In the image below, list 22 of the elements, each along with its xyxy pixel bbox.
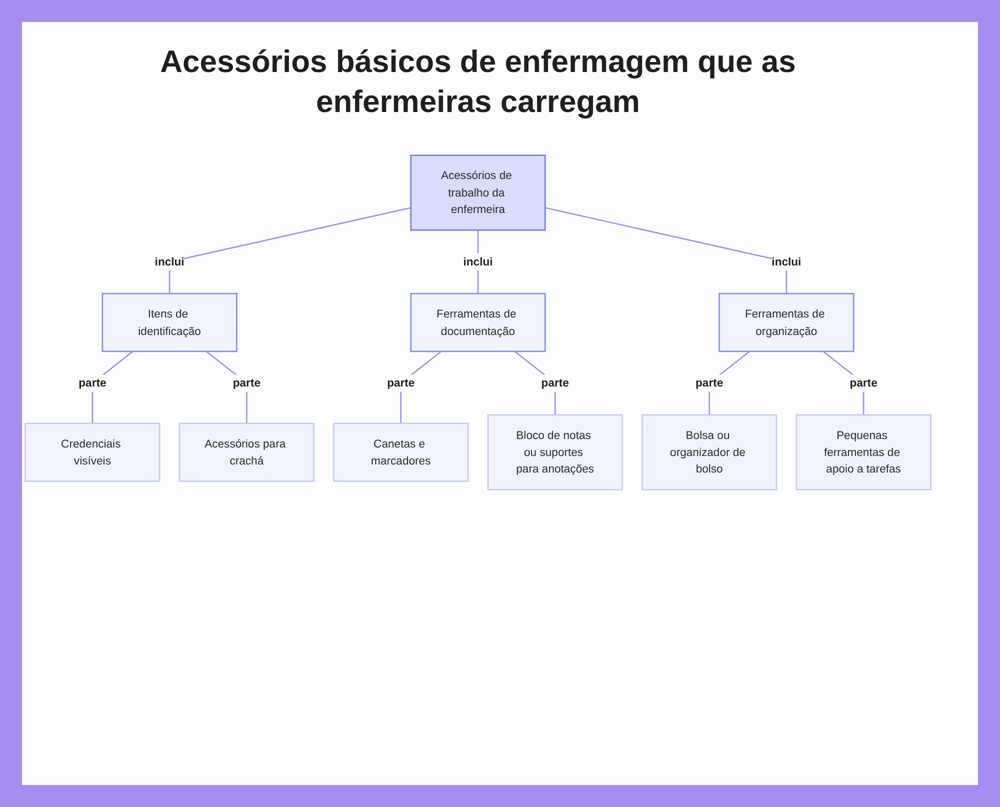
- node-box: Canetas e marcadores: [333, 422, 469, 482]
- connector: [545, 207, 788, 294]
- node-box: Acessórios para crachá: [178, 422, 314, 482]
- connector: [168, 207, 411, 294]
- edge-label: parte: [541, 376, 569, 390]
- edge-label: parte: [232, 376, 260, 390]
- diagram-title: Acessórios básicos de enfermagem que as enfermeiras carregam: [159, 43, 797, 122]
- edge-label: inclui: [154, 255, 184, 268]
- node-box: Ferramentas de documentação: [410, 292, 546, 352]
- node-box: Credenciais visíveis: [24, 422, 160, 482]
- edge-label: parte: [387, 376, 415, 390]
- edge-label: inclui: [463, 255, 493, 268]
- edge-label: parte: [78, 376, 106, 390]
- node-box: Itens de identificação: [102, 292, 238, 352]
- node-box: Pequenas ferramentas de apoio a tarefas: [796, 414, 932, 490]
- node-box: Acessórios de trabalho da enfermeira: [410, 154, 546, 231]
- edge-label: inclui: [772, 255, 802, 268]
- node-box: Bolsa ou organizador de bolso: [642, 414, 778, 490]
- edge-label: parte: [696, 376, 724, 390]
- node-box: Ferramentas de organização: [718, 292, 854, 352]
- node-box: Bloco de notas ou suportes para anotações: [487, 414, 623, 490]
- edge-label: parte: [850, 376, 878, 390]
